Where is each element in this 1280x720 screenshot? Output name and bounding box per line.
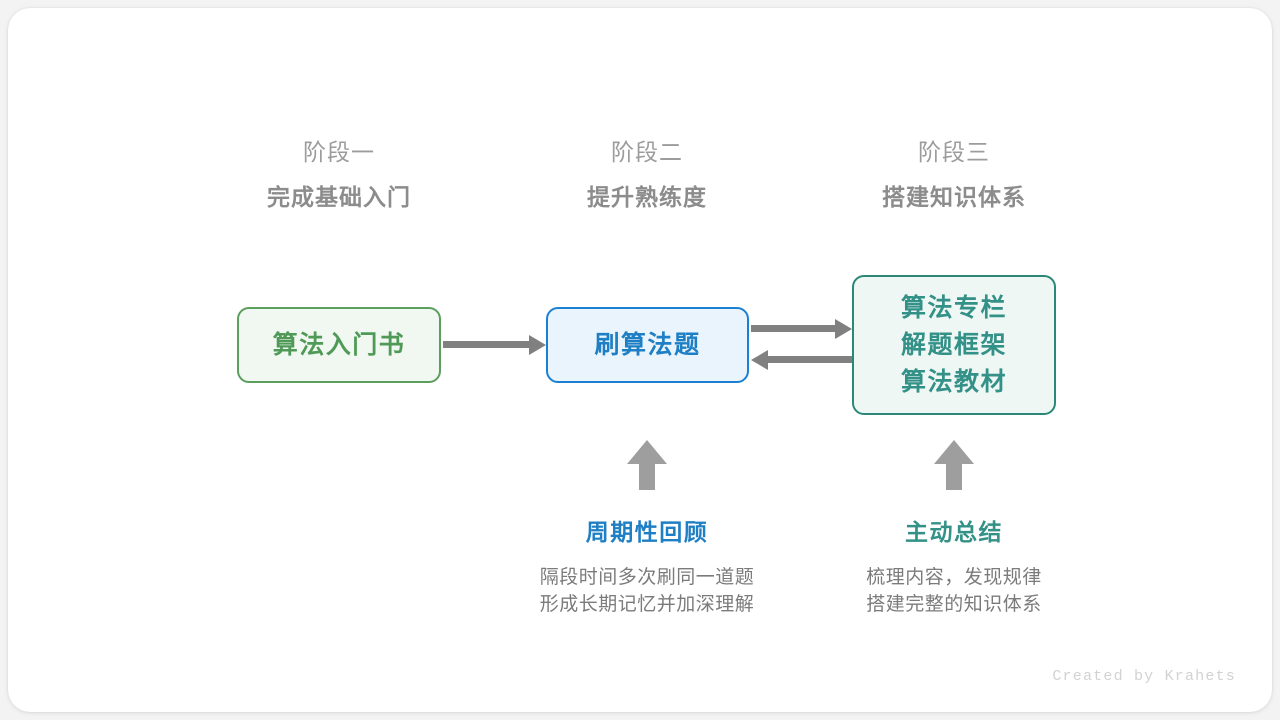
stage-label-2: 阶段二 — [611, 139, 683, 165]
diagram-card: 阶段一 完成基础入门 阶段二 提升熟练度 阶段三 搭建知识体系 算法入门书 刷算… — [8, 8, 1272, 712]
arrow-shaft — [764, 356, 852, 363]
annotation-review: 周期性回顾 隔段时间多次刷同一道题 形成长期记忆并加深理解 — [487, 516, 807, 618]
annotation-summary: 主动总结 梳理内容，发现规律 搭建完整的知识体系 — [794, 516, 1114, 618]
stage-header-2: 阶段二 提升熟练度 — [517, 136, 777, 214]
up-arrow-stem — [946, 462, 962, 490]
annotation-review-desc-line-2: 形成长期记忆并加深理解 — [539, 594, 755, 615]
annotation-review-title: 周期性回顾 — [585, 519, 709, 545]
stage-title-3: 搭建知识体系 — [882, 184, 1026, 210]
node-practice-problems[interactable]: 刷算法题 — [546, 307, 749, 383]
credit-text: Created by Krahets — [1052, 668, 1236, 685]
annotation-summary-title: 主动总结 — [905, 519, 1003, 545]
up-arrow-stem — [639, 462, 655, 490]
stage-header-1: 阶段一 完成基础入门 — [209, 136, 469, 214]
arrow-practice-to-resources-icon — [751, 318, 852, 339]
node-resources-line-2: 解题框架 — [900, 330, 1007, 359]
node-knowledge-resources[interactable]: 算法专栏 解题框架 算法教材 — [852, 275, 1056, 415]
annotation-review-desc: 隔段时间多次刷同一道题 形成长期记忆并加深理解 — [487, 564, 807, 618]
stage-label-1: 阶段一 — [303, 139, 375, 165]
arrow-resources-to-practice-icon — [751, 349, 852, 370]
arrow-shaft — [443, 341, 533, 348]
node-resources-line-3: 算法教材 — [900, 367, 1007, 396]
stage-title-1: 完成基础入门 — [267, 184, 411, 210]
up-arrow-head — [934, 440, 974, 464]
arrow-head — [835, 318, 852, 339]
stage-header-3: 阶段三 搭建知识体系 — [824, 136, 1084, 214]
stage-title-2: 提升熟练度 — [587, 184, 707, 210]
arrow-book-to-practice-icon — [443, 334, 546, 355]
arrow-head — [751, 349, 768, 370]
annotation-summary-desc-line-2: 搭建完整的知识体系 — [866, 594, 1042, 615]
up-arrow-review-icon — [627, 440, 667, 490]
node-practice-line-1: 刷算法题 — [594, 330, 701, 359]
stage-label-3: 阶段三 — [918, 139, 990, 165]
up-arrow-head — [627, 440, 667, 464]
annotation-summary-desc: 梳理内容，发现规律 搭建完整的知识体系 — [794, 564, 1114, 618]
annotation-summary-desc-line-1: 梳理内容，发现规律 — [866, 567, 1042, 588]
node-book-line-1: 算法入门书 — [272, 330, 406, 359]
arrow-shaft — [751, 325, 839, 332]
node-resources-line-1: 算法专栏 — [900, 293, 1007, 322]
annotation-review-desc-line-1: 隔段时间多次刷同一道题 — [539, 567, 755, 588]
node-algorithm-intro-book[interactable]: 算法入门书 — [237, 307, 441, 383]
arrow-head — [529, 334, 546, 355]
up-arrow-summary-icon — [934, 440, 974, 490]
